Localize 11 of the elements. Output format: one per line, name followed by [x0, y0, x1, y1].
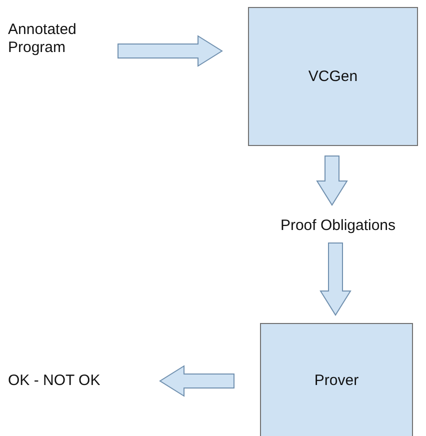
block-arrow — [320, 242, 352, 316]
flow-label: OK - NOT OK — [8, 372, 100, 390]
block-arrow — [118, 35, 223, 67]
block-arrow — [159, 365, 234, 397]
box-label: VCGen — [308, 68, 358, 86]
process-box — [248, 7, 418, 146]
flow-label: Annotated Program — [8, 21, 78, 57]
flow-label: Proof Obligations — [280, 217, 396, 235]
process-box — [260, 323, 413, 436]
box-label: Prover — [314, 372, 359, 390]
block-arrow — [316, 156, 348, 206]
